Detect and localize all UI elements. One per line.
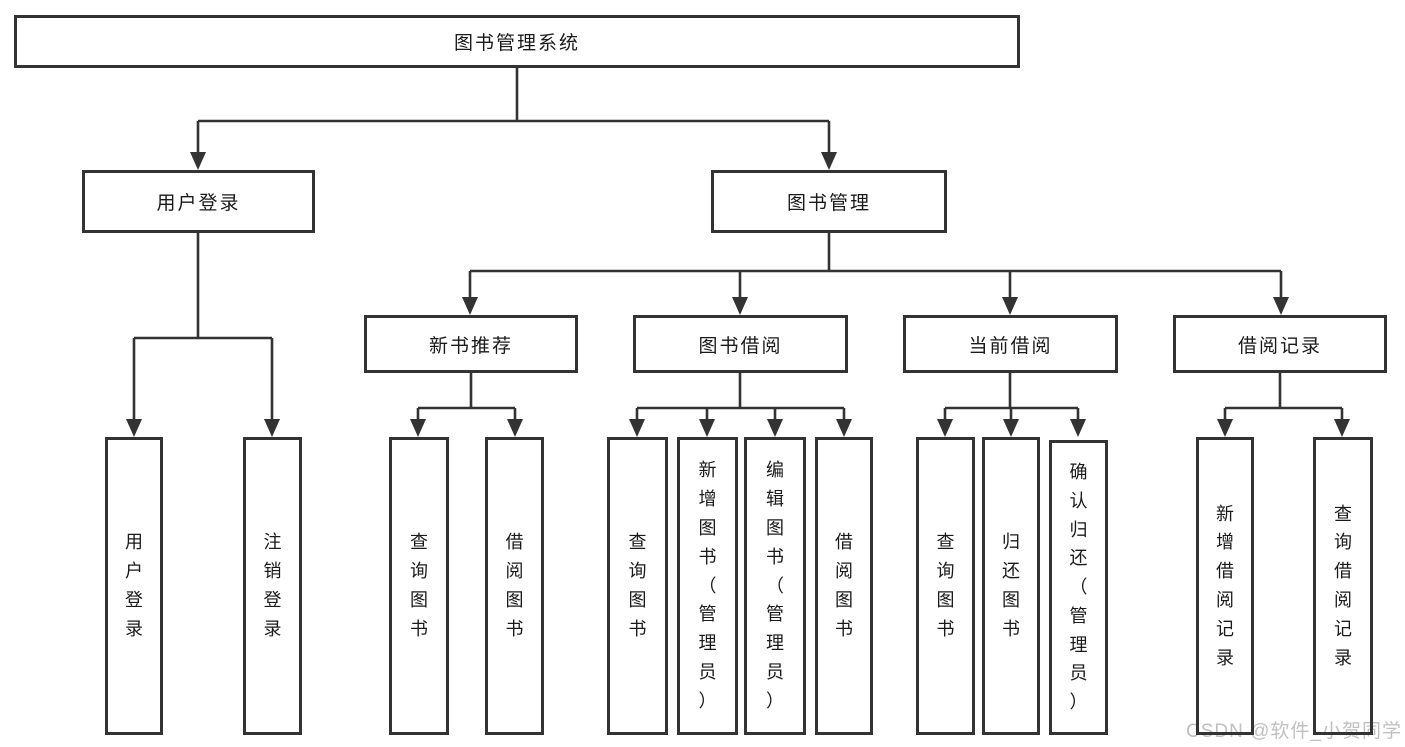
node-label: 借 阅 图 书 xyxy=(835,532,853,639)
leaf-cb-query-books: 查 询 图 书 xyxy=(916,437,975,735)
node-book-management: 图书管理 xyxy=(711,170,947,233)
node-label: 借阅记录 xyxy=(1237,335,1322,357)
leaf-nbr-query-books: 查 询 图 书 xyxy=(389,437,449,735)
csdn-watermark: CSDN @软件_小贺同学 xyxy=(1186,721,1402,742)
node-label: 注 销 登 录 xyxy=(263,532,282,639)
node-label: 用 户 登 录 xyxy=(125,532,143,639)
node-book-borrowing: 图书借阅 xyxy=(633,315,848,373)
leaf-bb-edit-books-admin: 编 辑 图 书 （ 管 理 员 ） xyxy=(744,437,806,735)
node-label: 编 辑 图 书 （ 管 理 员 ） xyxy=(766,460,784,711)
node-label: 查 询 借 阅 记 录 xyxy=(1334,503,1352,668)
node-label: 新书推荐 xyxy=(428,335,513,357)
node-label: 图书借阅 xyxy=(698,335,783,357)
leaf-user-login: 用 户 登 录 xyxy=(105,437,163,735)
node-label: 借 阅 图 书 xyxy=(505,532,524,639)
node-borrow-records: 借阅记录 xyxy=(1173,315,1387,373)
leaf-bb-query-books: 查 询 图 书 xyxy=(607,437,668,735)
node-label: 用户登录 xyxy=(156,193,241,214)
leaf-br-query-record: 查 询 借 阅 记 录 xyxy=(1313,437,1373,735)
leaf-bb-borrow-books: 借 阅 图 书 xyxy=(815,437,873,735)
leaf-cb-return-books: 归 还 图 书 xyxy=(982,437,1040,735)
node-label: 归 还 图 书 xyxy=(1002,532,1020,639)
leaf-cb-confirm-return-admin: 确 认 归 还 （ 管 理 员 ） xyxy=(1049,440,1108,735)
leaf-nbr-borrow-books: 借 阅 图 书 xyxy=(485,437,544,735)
leaf-logout: 注 销 登 录 xyxy=(243,437,302,735)
node-label: 图书管理系统 xyxy=(453,33,580,54)
node-label: 查 询 图 书 xyxy=(628,532,647,639)
leaf-br-add-record: 新 增 借 阅 记 录 xyxy=(1196,437,1254,735)
node-label: 当前借阅 xyxy=(968,335,1053,357)
node-root-title: 图书管理系统 xyxy=(14,15,1020,68)
node-label: 确 认 归 还 （ 管 理 员 ） xyxy=(1069,461,1088,713)
node-label: 查 询 图 书 xyxy=(936,532,955,639)
node-label: 图书管理 xyxy=(786,193,871,214)
node-label: 查 询 图 书 xyxy=(410,532,428,639)
node-label: 新 增 借 阅 记 录 xyxy=(1216,503,1234,668)
node-label: 新 增 图 书 （ 管 理 员 ） xyxy=(698,460,717,711)
node-new-book-recommend: 新书推荐 xyxy=(364,315,578,373)
node-current-borrowing: 当前借阅 xyxy=(903,315,1118,373)
node-user-login: 用户登录 xyxy=(82,170,315,233)
leaf-bb-add-books-admin: 新 增 图 书 （ 管 理 员 ） xyxy=(677,437,738,735)
